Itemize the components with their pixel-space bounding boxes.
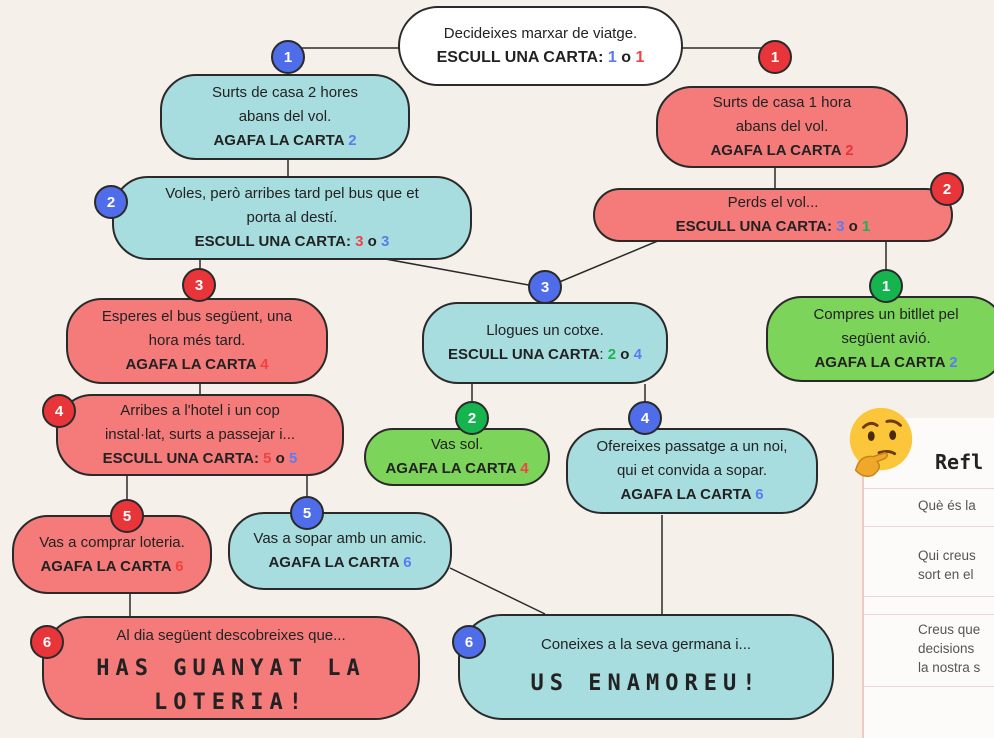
badge-right-2: 2	[930, 172, 964, 206]
end-lottery: Al dia següent descobreixes que... HAS G…	[42, 616, 420, 720]
card-text: Compres un bitllet pel	[813, 306, 959, 323]
card-text: Ofereixes passatge a un noi,	[596, 438, 788, 455]
card-right-1: Surts de casa 1 hora abans del vol. AGAF…	[656, 86, 908, 168]
card-action: AGAFA LA CARTA 6	[268, 554, 412, 571]
card-text: abans del vol.	[735, 118, 829, 135]
card-mid-4: Vas sol. AGAFA LA CARTA 4	[364, 428, 550, 486]
card-text: Arribes a l'hotel i un cop	[120, 402, 280, 419]
badge-right-1: 1	[758, 40, 792, 74]
card-text: Surts de casa 2 hores	[212, 84, 358, 101]
start-node: Decideixes marxar de viatge. ESCULL UNA …	[398, 6, 683, 86]
reflection-question: Què és la	[918, 498, 976, 513]
card-left-1: Surts de casa 2 hores abans del vol. AGA…	[160, 74, 410, 160]
badge-mid-4: 2	[455, 401, 489, 435]
card-text: hora més tard.	[148, 332, 246, 349]
card-action: AGAFA LA CARTA 6	[40, 557, 184, 575]
card-mid-5: Vas a sopar amb un amic. AGAFA LA CARTA …	[228, 512, 452, 590]
badge-end-right: 6	[452, 625, 486, 659]
card-right-4: Ofereixes passatge a un noi, qui et conv…	[566, 428, 818, 514]
reflection-title: Refl	[935, 450, 984, 474]
card-text: qui et convida a sopar.	[616, 462, 768, 479]
card-action: AGAFA LA CARTA 4	[125, 356, 269, 373]
reflection-notebook	[862, 418, 994, 738]
end-love: Coneixes a la seva germana i... US ENAMO…	[458, 614, 834, 720]
card-left-3: Esperes el bus següent, una hora més tar…	[66, 298, 328, 384]
card-text: porta al destí.	[246, 209, 338, 226]
card-left-2: Voles, però arribes tard pel bus que et …	[112, 176, 472, 260]
card-text: instal·lat, surts a passejar i...	[104, 426, 296, 443]
card-mid-3: Llogues un cotxe. ESCULL UNA CARTA: 2 o …	[422, 302, 668, 384]
card-action: ESCULL UNA CARTA: 5 o 5	[102, 450, 298, 467]
badge-left-4: 4	[42, 394, 76, 428]
card-action: AGAFA LA CARTA 4	[385, 460, 529, 477]
card-action: ESCULL UNA CARTA: 3 o 3	[194, 233, 390, 250]
badge-end-left: 6	[30, 625, 64, 659]
end-big-text: LOTERIA!	[154, 690, 308, 715]
card-text: Esperes el bus següent, una	[101, 308, 293, 325]
start-opt-a: 1	[607, 49, 617, 66]
card-text: Perds el vol...	[727, 194, 819, 211]
card-text: abans del vol.	[238, 108, 332, 125]
badge-left-3: 3	[182, 268, 216, 302]
card-text: Vas sol.	[430, 436, 484, 453]
thinking-face-icon	[849, 407, 913, 478]
card-action: AGAFA LA CARTA 6	[620, 486, 764, 503]
card-text: Surts de casa 1 hora	[712, 94, 852, 111]
card-text: següent avió.	[841, 330, 931, 347]
card-action: AGAFA LA CARTA 2	[814, 354, 958, 371]
card-text: Vas a sopar amb un amic.	[253, 530, 427, 547]
card-action: ESCULL UNA CARTA: 3 o 1	[675, 218, 871, 235]
badge-left-5: 5	[110, 499, 144, 533]
badge-left-2: 2	[94, 185, 128, 219]
end-big-text: HAS GUANYAT LA	[96, 656, 366, 681]
start-text: Decideixes marxar de viatge.	[443, 25, 638, 42]
card-text: Voles, però arribes tard pel bus que et	[165, 185, 419, 202]
end-text: Coneixes a la seva germana i...	[540, 636, 752, 653]
end-big-text: US ENAMOREU!	[530, 671, 762, 696]
card-action: AGAFA LA CARTA 2	[710, 142, 854, 159]
start-opt-b: 1	[635, 49, 645, 66]
card-right-2: Perds el vol... ESCULL UNA CARTA: 3 o 1	[593, 188, 953, 242]
badge-right-4: 4	[628, 401, 662, 435]
card-right-3: Compres un bitllet pel següent avió. AGA…	[766, 296, 994, 382]
card-text: Vas a comprar loteria.	[39, 533, 185, 551]
badge-left-1: 1	[271, 40, 305, 74]
badge-right-3: 1	[869, 269, 903, 303]
card-action: ESCULL UNA CARTA: 2 o 4	[448, 346, 642, 363]
badge-mid-5: 5	[290, 496, 324, 530]
end-text: Al dia següent descobreixes que...	[116, 627, 346, 644]
start-choice: ESCULL UNA CARTA: 1 o 1	[436, 49, 645, 66]
card-action: AGAFA LA CARTA 2	[213, 132, 357, 149]
card-text: Llogues un cotxe.	[486, 322, 604, 339]
card-left-4: Arribes a l'hotel i un cop instal·lat, s…	[56, 394, 344, 476]
card-left-5: Vas a comprar loteria. AGAFA LA CARTA 6	[12, 515, 212, 594]
badge-mid-3: 3	[528, 270, 562, 304]
